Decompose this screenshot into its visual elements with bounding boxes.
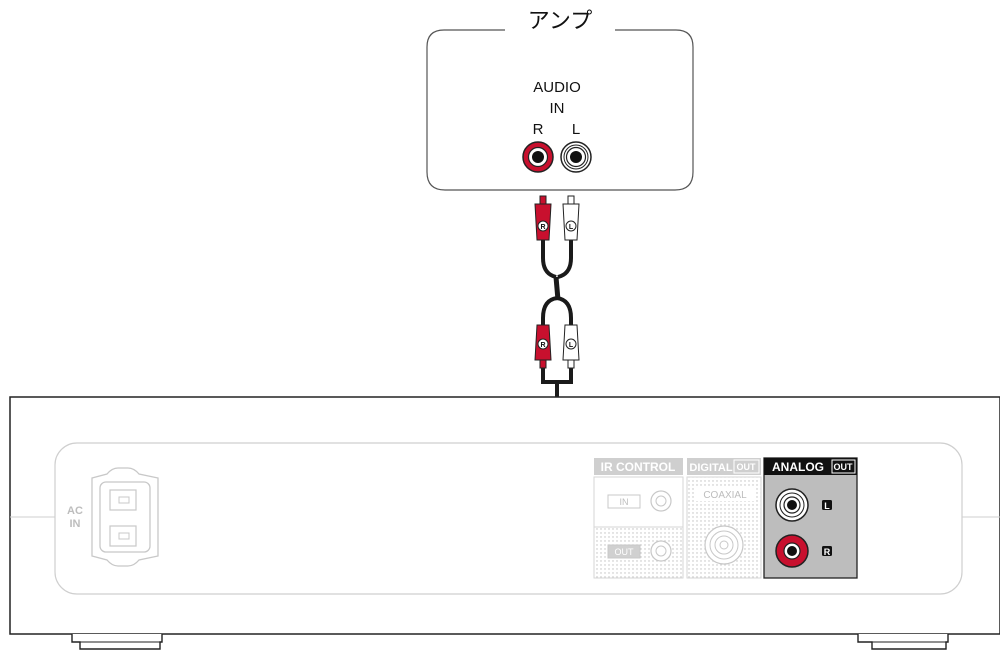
plug-l-mark-upper: L <box>569 224 574 231</box>
ir-out-label: OUT <box>615 547 635 557</box>
l-label: L <box>572 121 580 138</box>
plug-r-mark-upper: R <box>540 224 545 231</box>
audio-in-l-jack[interactable] <box>560 141 592 173</box>
coaxial-jack[interactable] <box>704 525 744 565</box>
ac-in-label-line2: IN <box>70 518 81 530</box>
device-foot-right <box>857 634 949 650</box>
plug-l-mark-lower: L <box>569 342 574 349</box>
analog-l-label: L <box>824 501 830 511</box>
coaxial-label: COAXIAL <box>703 490 747 501</box>
ir-in-jack[interactable] <box>650 490 672 512</box>
ac-inlet <box>91 467 159 567</box>
audio-in-r-jack[interactable] <box>522 141 554 173</box>
analog-out-l-jack[interactable] <box>775 488 809 522</box>
cable-plug-r-lower: R <box>534 324 552 369</box>
plug-r-mark-lower: R <box>540 342 545 349</box>
amplifier-box: アンプ AUDIO IN R L <box>426 8 694 191</box>
cable-plug-l-upper: L <box>562 195 580 241</box>
analog-r-label: R <box>824 547 831 557</box>
in-label: IN <box>550 100 565 117</box>
digital-label: DIGITAL <box>689 462 732 474</box>
amplifier-title: アンプ <box>528 8 592 33</box>
analog-out-label: OUT <box>834 462 854 472</box>
analog-out-r-jack[interactable] <box>775 534 809 568</box>
ir-control-label: IR CONTROL <box>601 460 676 474</box>
cable-plug-l-lower: L <box>562 324 580 369</box>
ir-out-jack[interactable] <box>650 540 672 562</box>
audio-label: AUDIO <box>533 79 581 96</box>
cable-plug-r-upper: R <box>534 195 552 241</box>
analog-label: ANALOG <box>772 460 824 474</box>
r-label: R <box>533 121 544 138</box>
digital-out-label: OUT <box>737 462 757 472</box>
ac-in-label-line1: AC <box>67 505 83 517</box>
ir-in-label: IN <box>620 497 629 507</box>
device-foot-left <box>71 634 163 650</box>
